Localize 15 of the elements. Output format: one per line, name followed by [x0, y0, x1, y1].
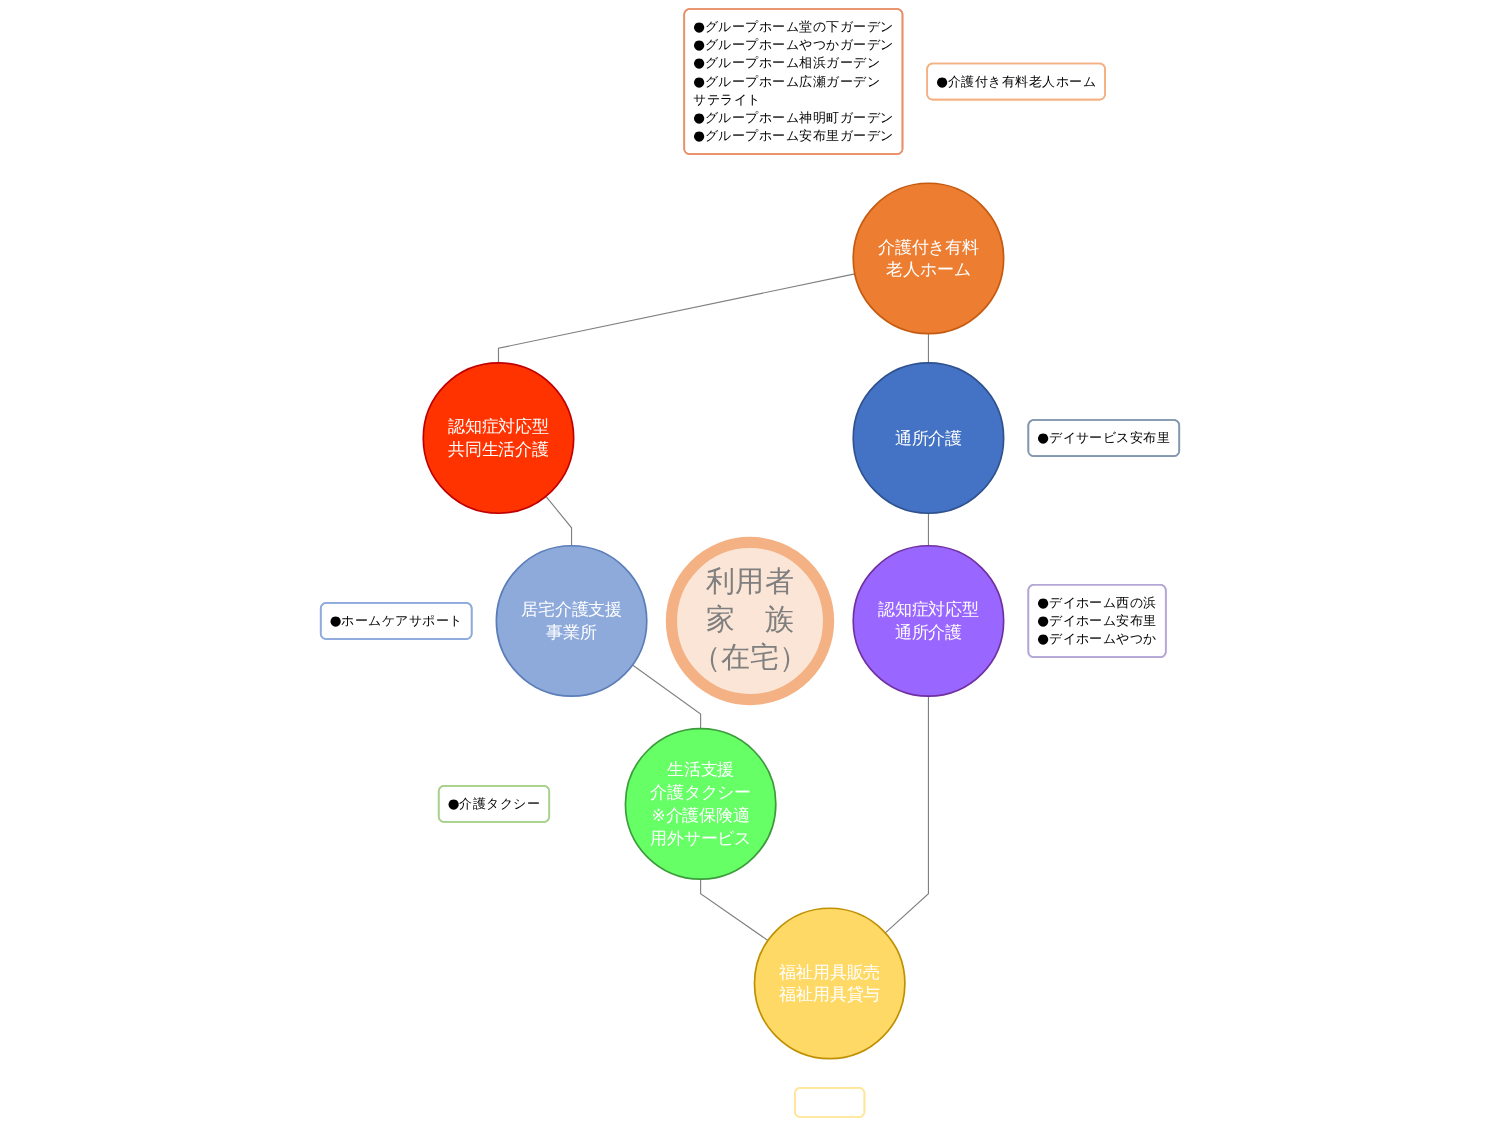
node-circle: 生活支援 介護タクシー ※介護保険適用外サービス — [624, 727, 777, 880]
connector — [700, 878, 769, 942]
node-circle: 介護付き有料老人ホーム — [852, 182, 1005, 335]
connector — [497, 273, 856, 364]
node-circle: 認知症対応型通所介護 — [852, 544, 1005, 697]
connector — [927, 333, 929, 364]
node-circle: 認知症対応型共同生活介護 — [422, 362, 575, 515]
connector — [927, 512, 929, 547]
node-circle: 福祉用具販売 福祉用具貸与 — [753, 907, 906, 1060]
connector — [545, 495, 573, 547]
connector — [884, 695, 929, 934]
node-circle: 利用者 家 族 （在宅） — [665, 536, 835, 706]
node-circle: 居宅介護支援事業所 — [495, 544, 648, 697]
node-circle: 通所介護 — [852, 362, 1005, 515]
connector — [631, 664, 702, 730]
